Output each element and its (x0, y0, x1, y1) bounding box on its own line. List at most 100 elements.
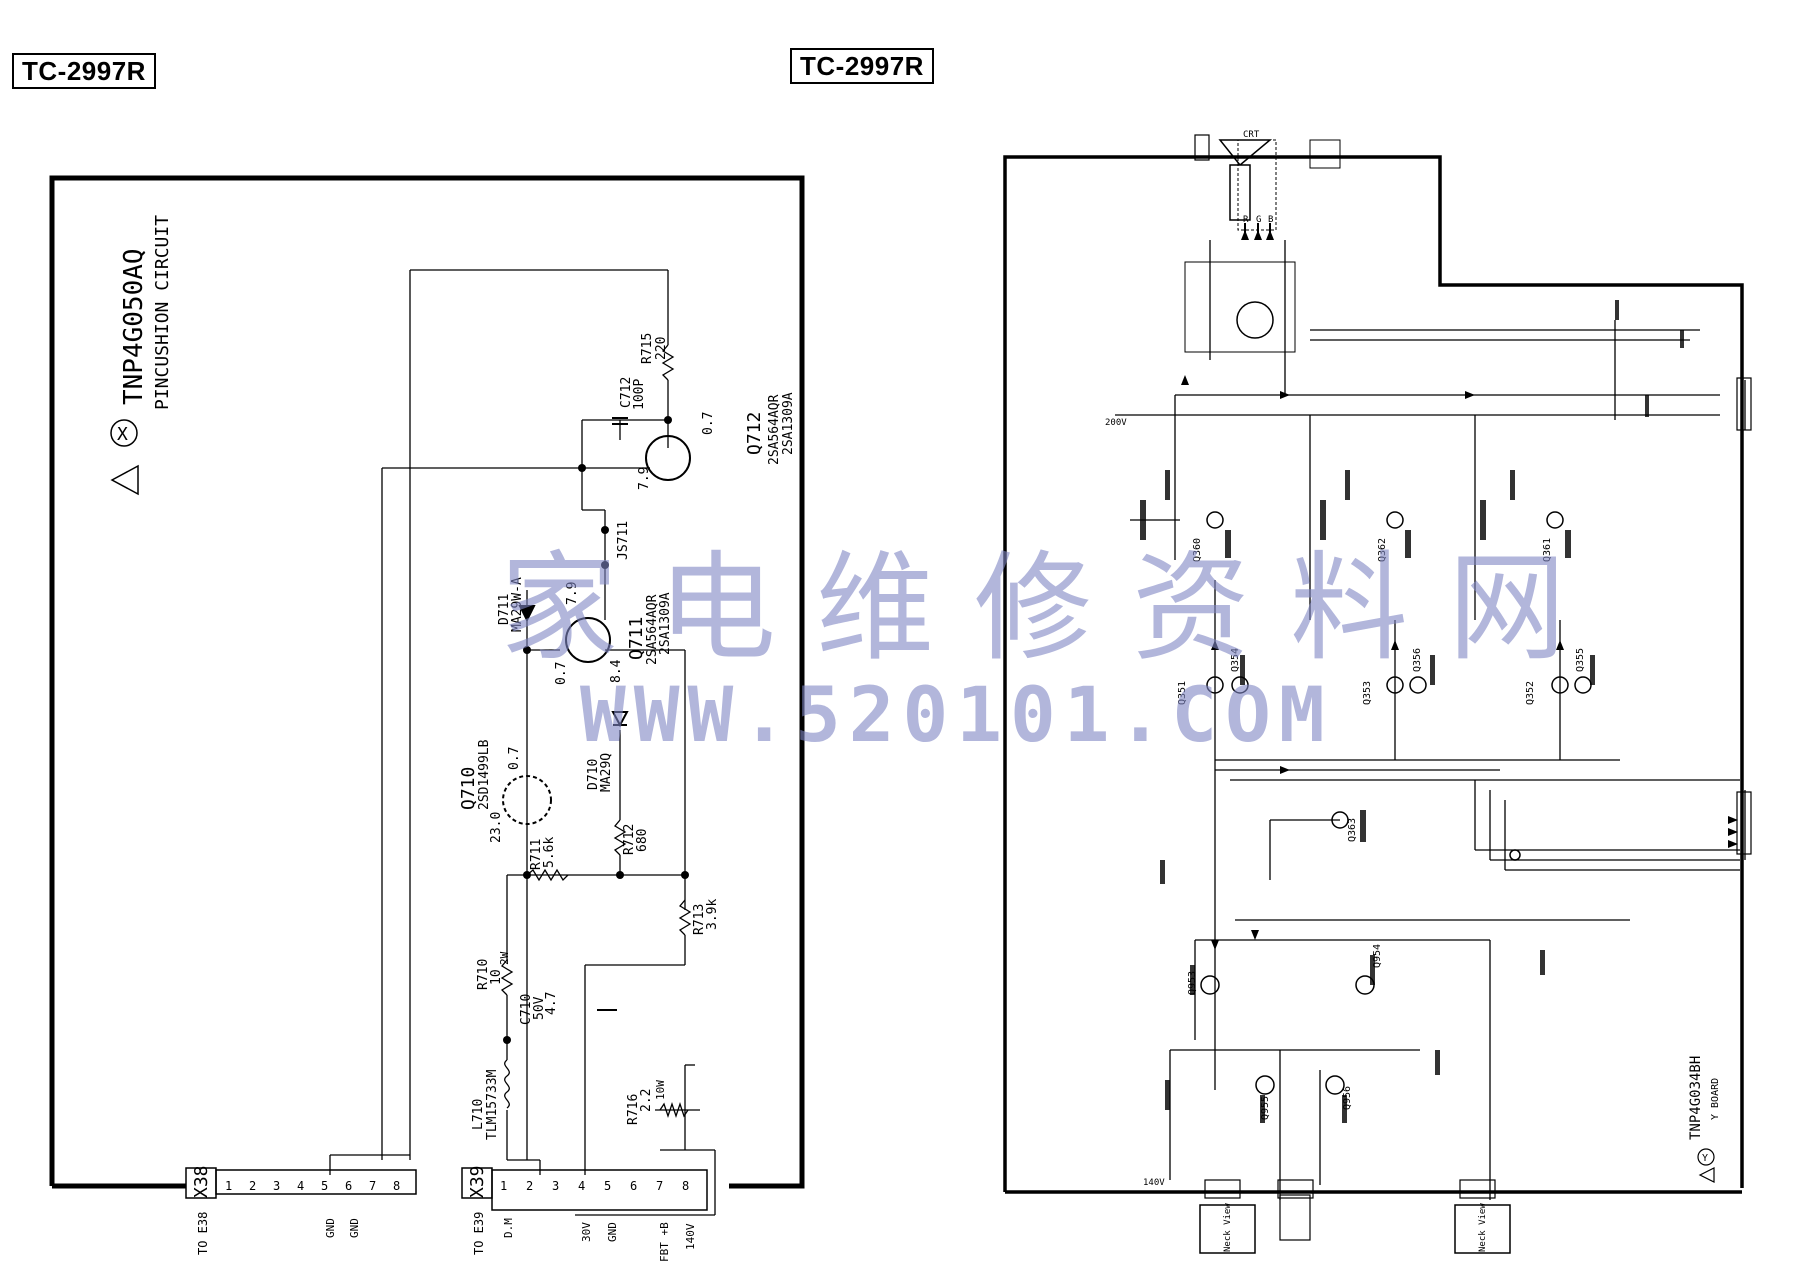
q353-label: Q353 (1362, 681, 1373, 705)
c712-val: 100P (632, 379, 647, 410)
x38-label: X38 (191, 1165, 212, 1198)
q355-label: Q355 (1575, 648, 1586, 672)
d710-ref: D710 (586, 759, 601, 790)
q351-label: Q351 (1177, 681, 1188, 705)
q712-alt: 2SA1309A (781, 392, 796, 455)
q955-label: Q955 (1260, 1096, 1271, 1120)
q362-label: Q362 (1377, 538, 1388, 562)
x38-pin6-label: GND (348, 1218, 361, 1238)
warning-icon-right (1698, 1167, 1715, 1183)
x38-pin-3: 3 (273, 1179, 280, 1193)
x39-pin-7: 7 (656, 1179, 663, 1193)
c712-ref: C712 (619, 377, 634, 408)
x39-pin-6: 6 (630, 1179, 637, 1193)
r715-val: 220 (654, 337, 669, 360)
bus-140v: 140V (1143, 1178, 1165, 1188)
right-board-name: Y BOARD (1710, 1078, 1721, 1120)
x38-pin-6: 6 (345, 1179, 352, 1193)
page-header-right: TC-2997R (790, 48, 934, 84)
x38-pin-8: 8 (393, 1179, 400, 1193)
x39-pin8-label: 140V (684, 1223, 697, 1250)
r710-val: 10 (489, 969, 504, 985)
q711-alt: 2SA1309A (658, 592, 673, 655)
bus-200v: 200V (1105, 418, 1127, 428)
c710-ref: C710 (519, 994, 534, 1025)
small-component-labels (1140, 300, 1684, 1123)
r710-ref: R710 (476, 959, 491, 990)
x38-pin-1: 1 (225, 1179, 232, 1193)
board-title-left: TNP4G050AQ PINCUSHION CIRCUIT X (110, 215, 173, 496)
q711-v2: 0.7 (554, 662, 569, 685)
r715-ref: R715 (640, 333, 655, 364)
js711-ref: JS711 (616, 521, 631, 560)
r711-val: 5.6k (542, 837, 557, 868)
l710-ref: L710 (471, 1099, 486, 1130)
q711-ref: Q711 (626, 617, 647, 660)
x39-label: X39 (467, 1165, 488, 1198)
q361-label: Q361 (1542, 538, 1553, 562)
page-header-left: TC-2997R (12, 53, 156, 89)
q360-label: Q360 (1192, 538, 1203, 562)
q712-ref: Q712 (744, 412, 765, 455)
crt-label: CRT (1243, 130, 1260, 140)
r713-ref: R713 (692, 904, 707, 935)
q710-v2: 23.0 (489, 812, 504, 843)
x39-pin-1: 1 (500, 1179, 507, 1193)
board-symbol: X (117, 424, 128, 445)
q710-ref: Q710 (458, 767, 479, 810)
x39-pin1-label: D.M (502, 1218, 515, 1238)
x38-pin-7: 7 (369, 1179, 376, 1193)
x39-pin-5: 5 (604, 1179, 611, 1193)
r716-watt: 10W (654, 1080, 667, 1100)
x39-pin7-label: FBT +B (658, 1222, 671, 1262)
q954-label: Q954 (1372, 944, 1383, 968)
q711-type: 2SA564AQR (645, 594, 660, 665)
neck-view-2: Neck View (1478, 1203, 1488, 1252)
q363-label: Q363 (1347, 818, 1358, 842)
neck-view-1: Neck View (1223, 1203, 1233, 1252)
l710-val: TLM15733M (485, 1069, 500, 1140)
right-board-symbol: Y (1702, 1153, 1708, 1164)
board-title-right: TNP4G034BH Y BOARD Y (1688, 1056, 1721, 1183)
x38-pin-5: 5 (321, 1179, 328, 1193)
board-part-number: TNP4G050AQ (119, 248, 149, 405)
q956-label: Q956 (1342, 1086, 1353, 1110)
q711-v1: 7.9 (565, 582, 580, 605)
r710-watt: 2W (498, 951, 511, 965)
r713-val: 3.9k (705, 899, 720, 930)
d711-val: MA29W-A (510, 577, 525, 632)
right-board-part-number: TNP4G034BH (1688, 1056, 1704, 1140)
rgb-g: G (1256, 215, 1261, 225)
board-name: PINCUSHION CIRCUIT (152, 215, 173, 410)
q356-label: Q356 (1412, 648, 1423, 672)
right-board (1003, 134, 1752, 1254)
x39-pin-2: 2 (526, 1179, 533, 1193)
r712-val: 680 (635, 829, 650, 852)
rgb-r: R (1243, 215, 1249, 225)
x39-to: TO E39 (472, 1212, 486, 1255)
x38-to: TO E38 (196, 1212, 210, 1255)
q710-v1: 0.7 (507, 747, 522, 770)
q712-v1: 0.7 (701, 412, 716, 435)
q953-label: Q953 (1187, 971, 1198, 995)
x39-pin-4: 4 (578, 1179, 585, 1193)
connector-x39: X39 TO E39 1 2 3 4 5 6 7 8 D.M 30V GND F… (467, 1165, 697, 1262)
q711-v3: 8.4 (609, 659, 624, 683)
x39-pin4-label: 30V (580, 1222, 593, 1242)
r711-ref: R711 (529, 839, 544, 870)
q712-type: 2SA564AQR (767, 394, 782, 465)
c710-val2: 4.7 (544, 992, 559, 1015)
q354-label: Q354 (1230, 648, 1241, 672)
x38-pin-4: 4 (297, 1179, 304, 1193)
rgb-b: B (1268, 215, 1273, 225)
watermark-chinese: 家电维修资料网 (500, 539, 1607, 677)
q710-type: 2SD1499LB (477, 739, 492, 810)
x39-pin-8: 8 (682, 1179, 689, 1193)
x39-pin5-label: GND (606, 1222, 619, 1242)
r716-val: 2.2 (639, 1089, 654, 1112)
x38-pin5-label: GND (324, 1218, 337, 1238)
r712-ref: R712 (622, 824, 637, 855)
c710-val: 50V (532, 996, 547, 1020)
d711-ref: D711 (497, 594, 512, 625)
